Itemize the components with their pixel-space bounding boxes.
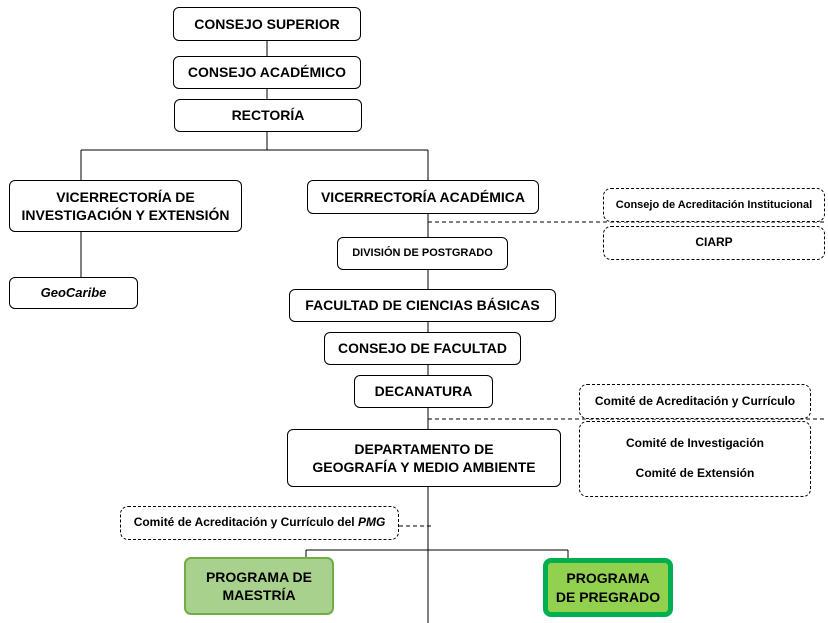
consejo-facultad-box: CONSEJO DE FACULTAD — [324, 332, 521, 365]
division-postgrado-box: DIVISIÓN DE POSTGRADO — [337, 237, 508, 270]
comite-acreditacion-curriculo-label: Comité de Acreditación y Currículo — [594, 393, 796, 408]
comite-extension-label: Comité de Extensión — [635, 466, 755, 480]
geocaribe-box: GeoCaribe — [9, 277, 138, 309]
rectoria-label: RECTORÍA — [231, 107, 305, 124]
rectoria-box: RECTORÍA — [174, 99, 362, 132]
comite-pmg-box: Comité de Acreditación y Currículo del P… — [120, 506, 399, 540]
consejo-facultad-label: CONSEJO DE FACULTAD — [337, 340, 508, 357]
departamento-line1: DEPARTAMENTO DE — [354, 440, 494, 457]
decanatura-label: DECANATURA — [374, 383, 473, 400]
vicerrectoria-investigacion-line2: INVESTIGACIÓN Y EXTENSIÓN — [21, 207, 230, 223]
decanatura-box: DECANATURA — [354, 375, 493, 408]
ciarp-box: CIARP — [603, 226, 825, 260]
consejo-superior-label: CONSEJO SUPERIOR — [194, 15, 340, 32]
vicerrectoria-academica-box: VICERRECTORÍA ACADÉMICA — [307, 180, 539, 214]
consejo-academico-box: CONSEJO ACADÉMICO — [173, 56, 361, 89]
consejo-superior-box: CONSEJO SUPERIOR — [173, 7, 361, 41]
programa-pregrado-line1: PROGRAMA — [566, 570, 650, 587]
comites-investigacion-extension-box: Comité de Investigación Comité de Extens… — [579, 421, 811, 497]
comite-pmg-acronym: PMG — [357, 515, 386, 530]
programa-maestria-box: PROGRAMA DE MAESTRÍA — [184, 557, 334, 615]
consejo-acreditacion-institucional-label: Consejo de Acreditación Institucional — [615, 198, 813, 211]
departamento-box: DEPARTAMENTO DE GEOGRAFÍA Y MEDIO AMBIEN… — [287, 429, 561, 487]
comite-acreditacion-curriculo-box: Comité de Acreditación y Currículo — [579, 384, 811, 419]
comite-investigacion-label: Comité de Investigación — [625, 436, 765, 451]
consejo-academico-label: CONSEJO ACADÉMICO — [187, 64, 347, 81]
facultad-box: FACULTAD DE CIENCIAS BÁSICAS — [289, 289, 556, 322]
consejo-acreditacion-institucional-box: Consejo de Acreditación Institucional — [603, 188, 825, 222]
programa-maestria-line1: PROGRAMA DE — [205, 568, 313, 585]
vicerrectoria-investigacion-box: VICERRECTORÍA DE INVESTIGACIÓN Y EXTENSI… — [9, 180, 242, 232]
programa-pregrado-box: PROGRAMA DE PREGRADO — [543, 558, 673, 617]
programa-pregrado-line2: DE PREGRADO — [555, 588, 661, 605]
geocaribe-label: GeoCaribe — [40, 284, 107, 300]
programa-maestria-line2: MAESTRÍA — [222, 587, 296, 603]
facultad-label: FACULTAD DE CIENCIAS BÁSICAS — [305, 297, 540, 314]
departamento-line2: GEOGRAFÍA Y MEDIO AMBIENTE — [312, 459, 536, 475]
ciarp-label: CIARP — [695, 235, 733, 250]
vicerrectoria-academica-label: VICERRECTORÍA ACADÉMICA — [320, 188, 526, 205]
comite-pmg-prefix: Comité de Acreditación y Currículo del — [133, 515, 358, 530]
division-postgrado-label: DIVISIÓN DE POSTGRADO — [352, 247, 493, 260]
vicerrectoria-investigacion-line1: VICERRECTORÍA DE — [56, 188, 195, 205]
